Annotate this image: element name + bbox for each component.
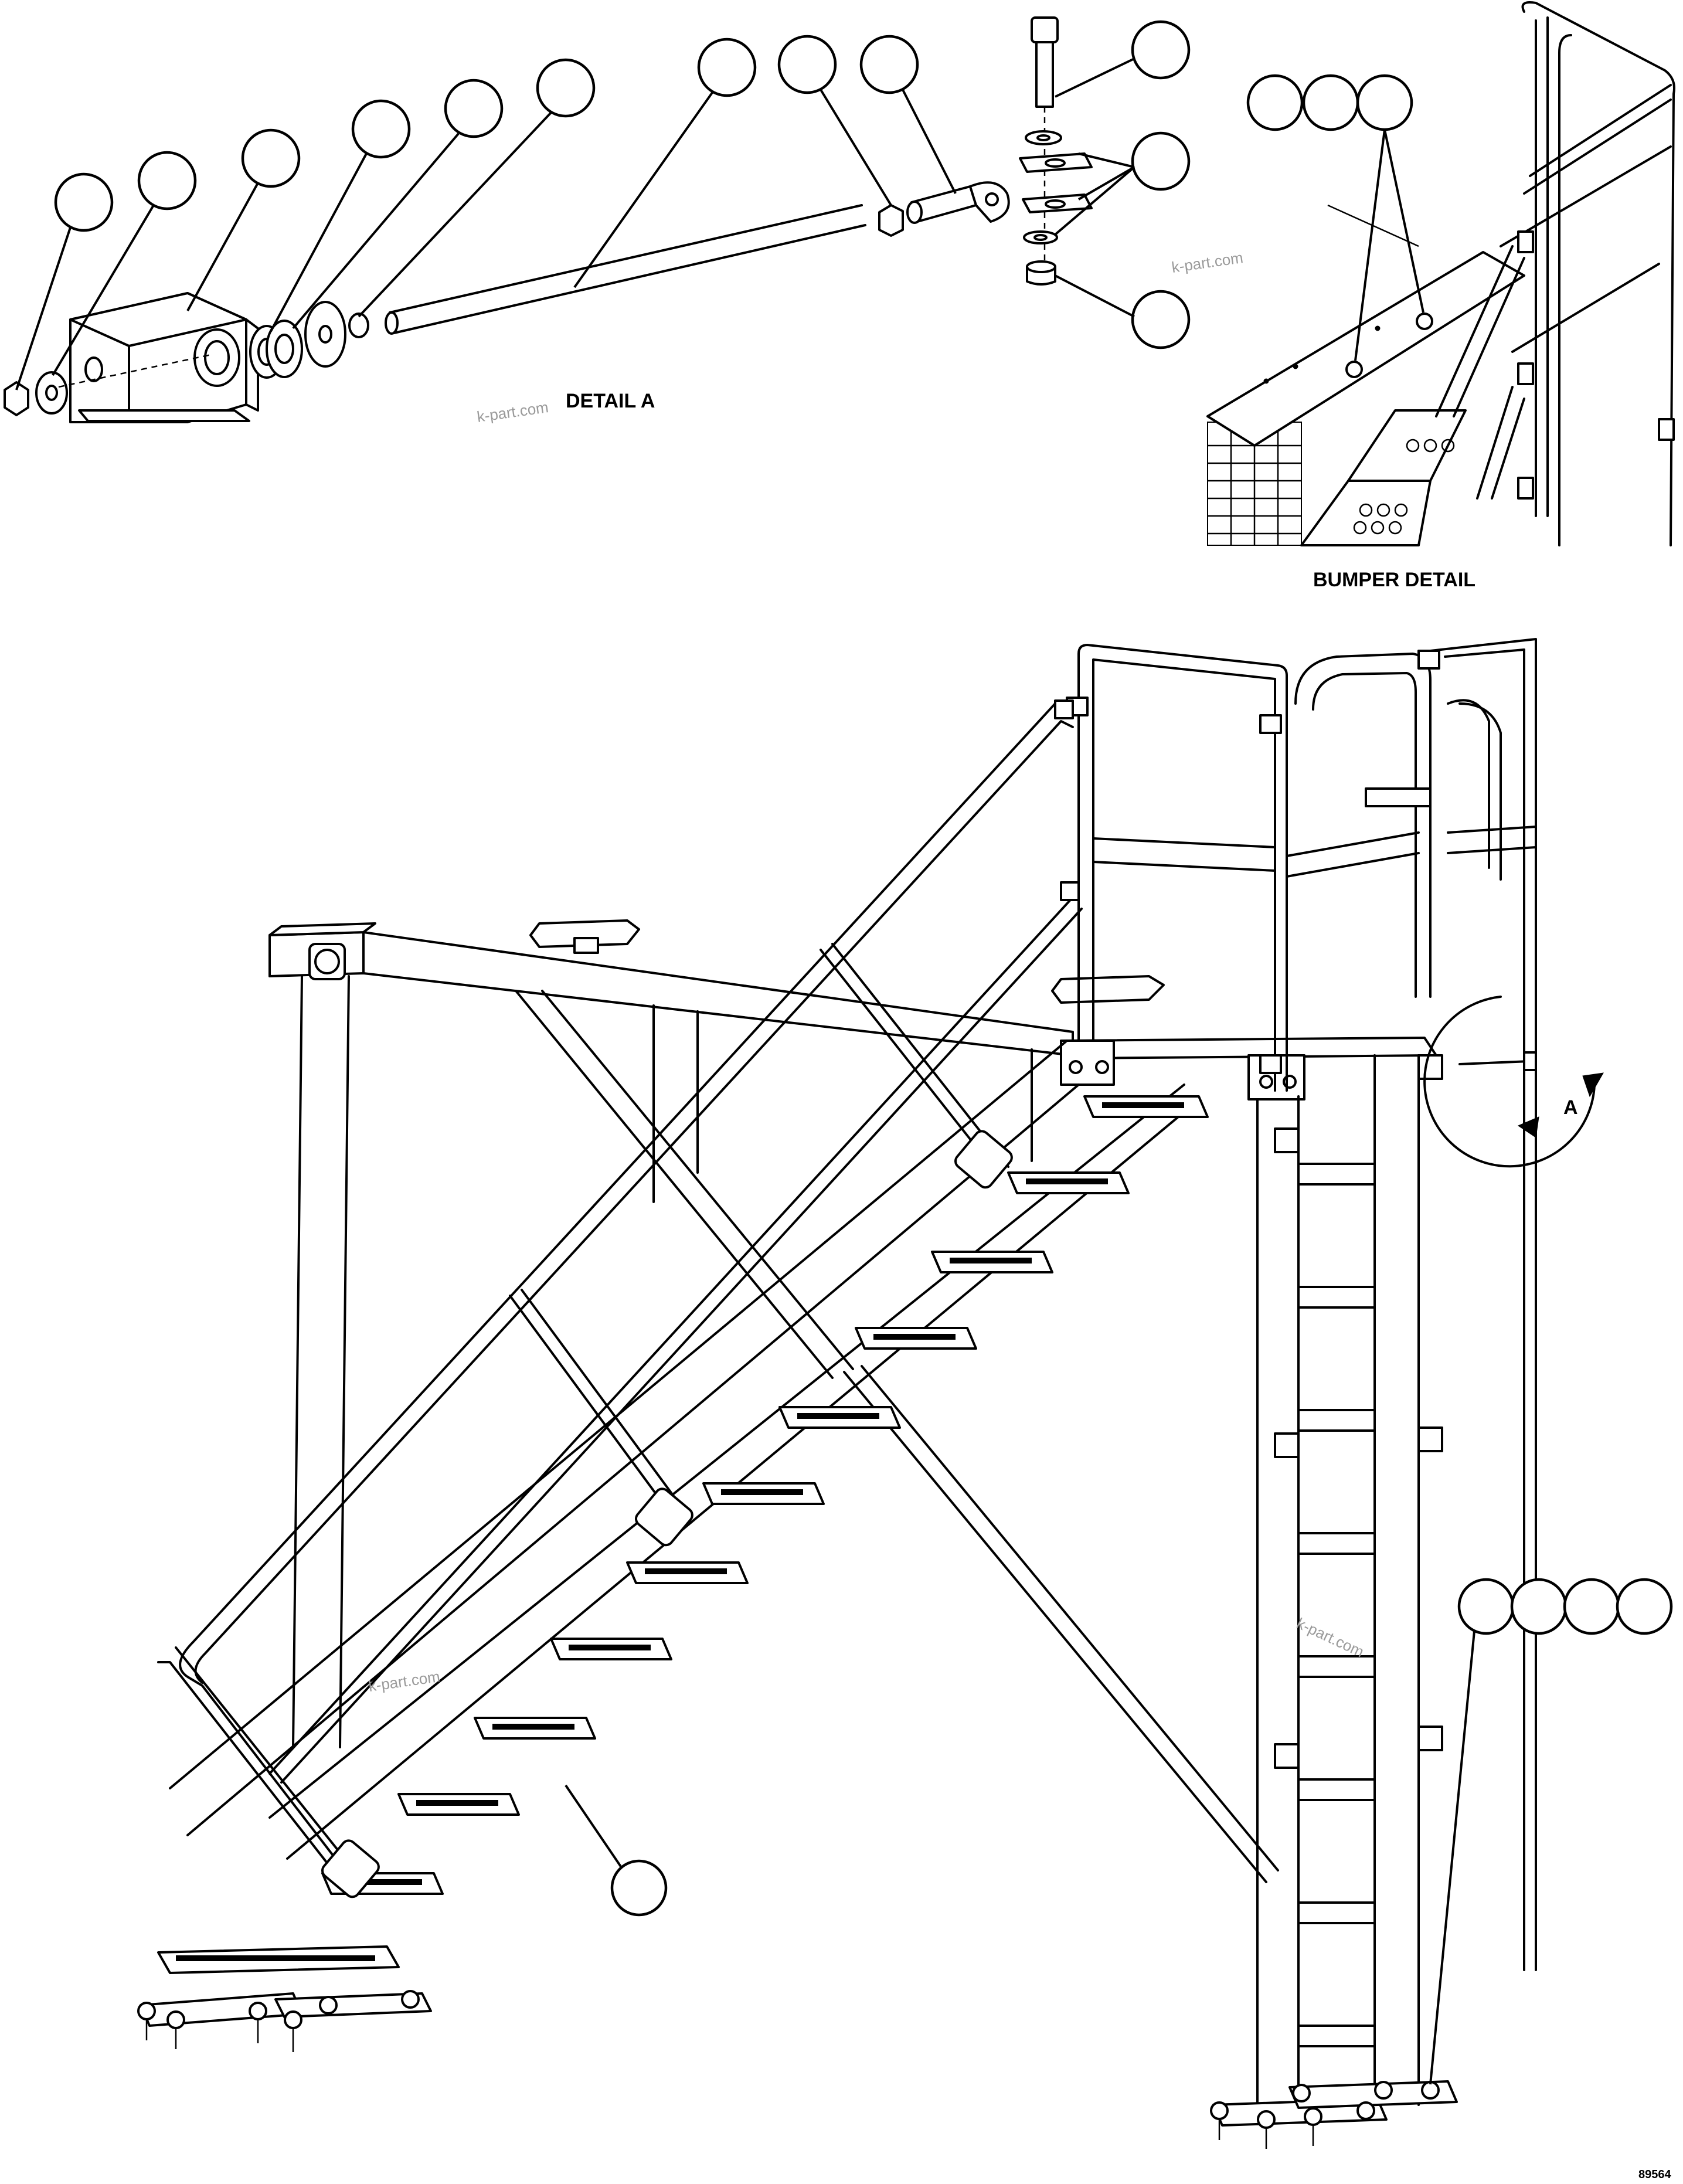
base-callouts [1429,1578,1673,2085]
view-a-label: A [1563,1096,1578,1119]
nut-left [4,381,29,416]
base-plates [137,1990,1458,2149]
bumper-handrails [1435,1,1675,546]
stair-stringers [169,1040,1197,1860]
view-a-indicator: A [1423,996,1604,1168]
mounting-bracket [69,292,259,423]
callout-balloon [1131,131,1191,191]
ladder-rungs [1274,1054,1443,2047]
bumper-stairs [1300,409,1467,546]
callout-balloon [536,58,596,118]
pin-stack [1019,16,1093,286]
detail-a-group: DETAIL A [4,16,1191,423]
left-column [292,975,350,1748]
tie-rod [385,204,866,335]
callout-balloon [54,172,114,232]
jam-nut [878,204,904,237]
drawing-number: 89564 [1638,2168,1671,2181]
callout-balloon [351,99,411,159]
watermark: k-part.com [1294,1614,1366,1660]
watermark: k-part.com [1171,249,1245,276]
callout-balloon [1131,290,1191,349]
bumper-detail-label: BUMPER DETAIL [1313,569,1475,591]
callout-balloon [137,151,197,210]
bumper-detail-group: BUMPER DETAIL [1206,1,1675,591]
main-stair-assembly: A 89564 [137,638,1673,2181]
callout-balloon [1131,20,1191,80]
top-beam [268,919,1165,1057]
top-platform [1060,638,1537,2112]
x-braces [515,990,1279,1883]
watermark: k-part.com [368,1667,441,1695]
stair-handrail [157,699,1083,1898]
callout-balloon [1457,1578,1515,1635]
callout-balloon [1616,1578,1673,1635]
nut-small [348,313,369,338]
detail-a-callouts [15,20,1191,390]
callout-balloon [777,35,837,94]
bumper-beam [1206,251,1525,447]
watermark: k-part.com [476,398,550,426]
rod-end [906,181,1010,224]
callout-balloon [697,38,757,97]
callout-balloon [241,128,301,188]
callout-balloon [1356,74,1413,131]
callout-balloon [444,79,504,138]
callout-balloon [1302,74,1359,131]
detail-a-label: DETAIL A [566,390,655,412]
callout-balloon [859,35,919,94]
callout-balloon [1246,74,1304,131]
callout-balloon [610,1859,668,1917]
callout-balloon [1563,1578,1620,1635]
callout-balloon [1510,1578,1568,1635]
